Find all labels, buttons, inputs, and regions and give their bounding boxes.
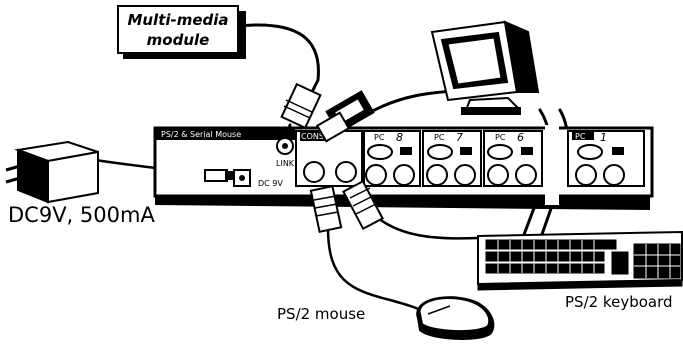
vga-connector-icon [315,90,375,143]
pc-port-8: PC 8 [363,130,421,187]
panel-header-bar [155,128,295,140]
pc-port-7-label: PC [434,133,445,142]
pc-port-6-label: PC [495,133,506,142]
pc-port-1-num: 1 [600,131,607,144]
mouse-icon [416,296,495,340]
pc-port-6: PC 6 [483,130,543,187]
mouse-plug-icon [309,184,343,234]
pc-port-7-num: 7 [456,131,463,144]
power-adapter-icon [5,140,99,204]
monitor-icon [430,20,540,115]
keyboard-cable [376,216,480,240]
pc-port-6-num: 6 [517,131,524,144]
dc-label: DC 9V [258,179,283,188]
multimedia-module-callout: Multi-media module [117,5,246,59]
keyboard-icon [477,230,683,291]
mouse-cable [326,226,426,314]
console-label: CONSOLE [301,132,340,141]
console-mouse-port [303,161,325,183]
callout-line1: Multi-media [127,11,228,29]
callout-line2: module [147,31,210,49]
console-keyboard-port [335,161,357,183]
pc-port-1: PC 1 [567,130,645,187]
pc-port-8-num: 8 [396,131,403,144]
multimedia-cable [236,23,320,102]
pc-port-1-label: PC [575,132,586,141]
panel-header: PS/2 & Serial Mouse [161,130,241,139]
multimedia-plug-icon [280,82,322,130]
adapter-label: DC9V, 500mA [8,203,155,227]
keyboard-plug-icon [342,179,384,231]
kvm-switch: PS/2 & Serial Mouse LINK DC 9V CONSOLE P… [153,125,654,210]
mouse-label: PS/2 mouse [277,305,365,323]
link-label: LINK [276,159,295,168]
keyboard-label: PS/2 keyboard [565,293,673,311]
power-plug-icon [204,169,235,182]
pc-port-8-label: PC [374,133,385,142]
pc-port-7: PC 7 [422,130,482,187]
